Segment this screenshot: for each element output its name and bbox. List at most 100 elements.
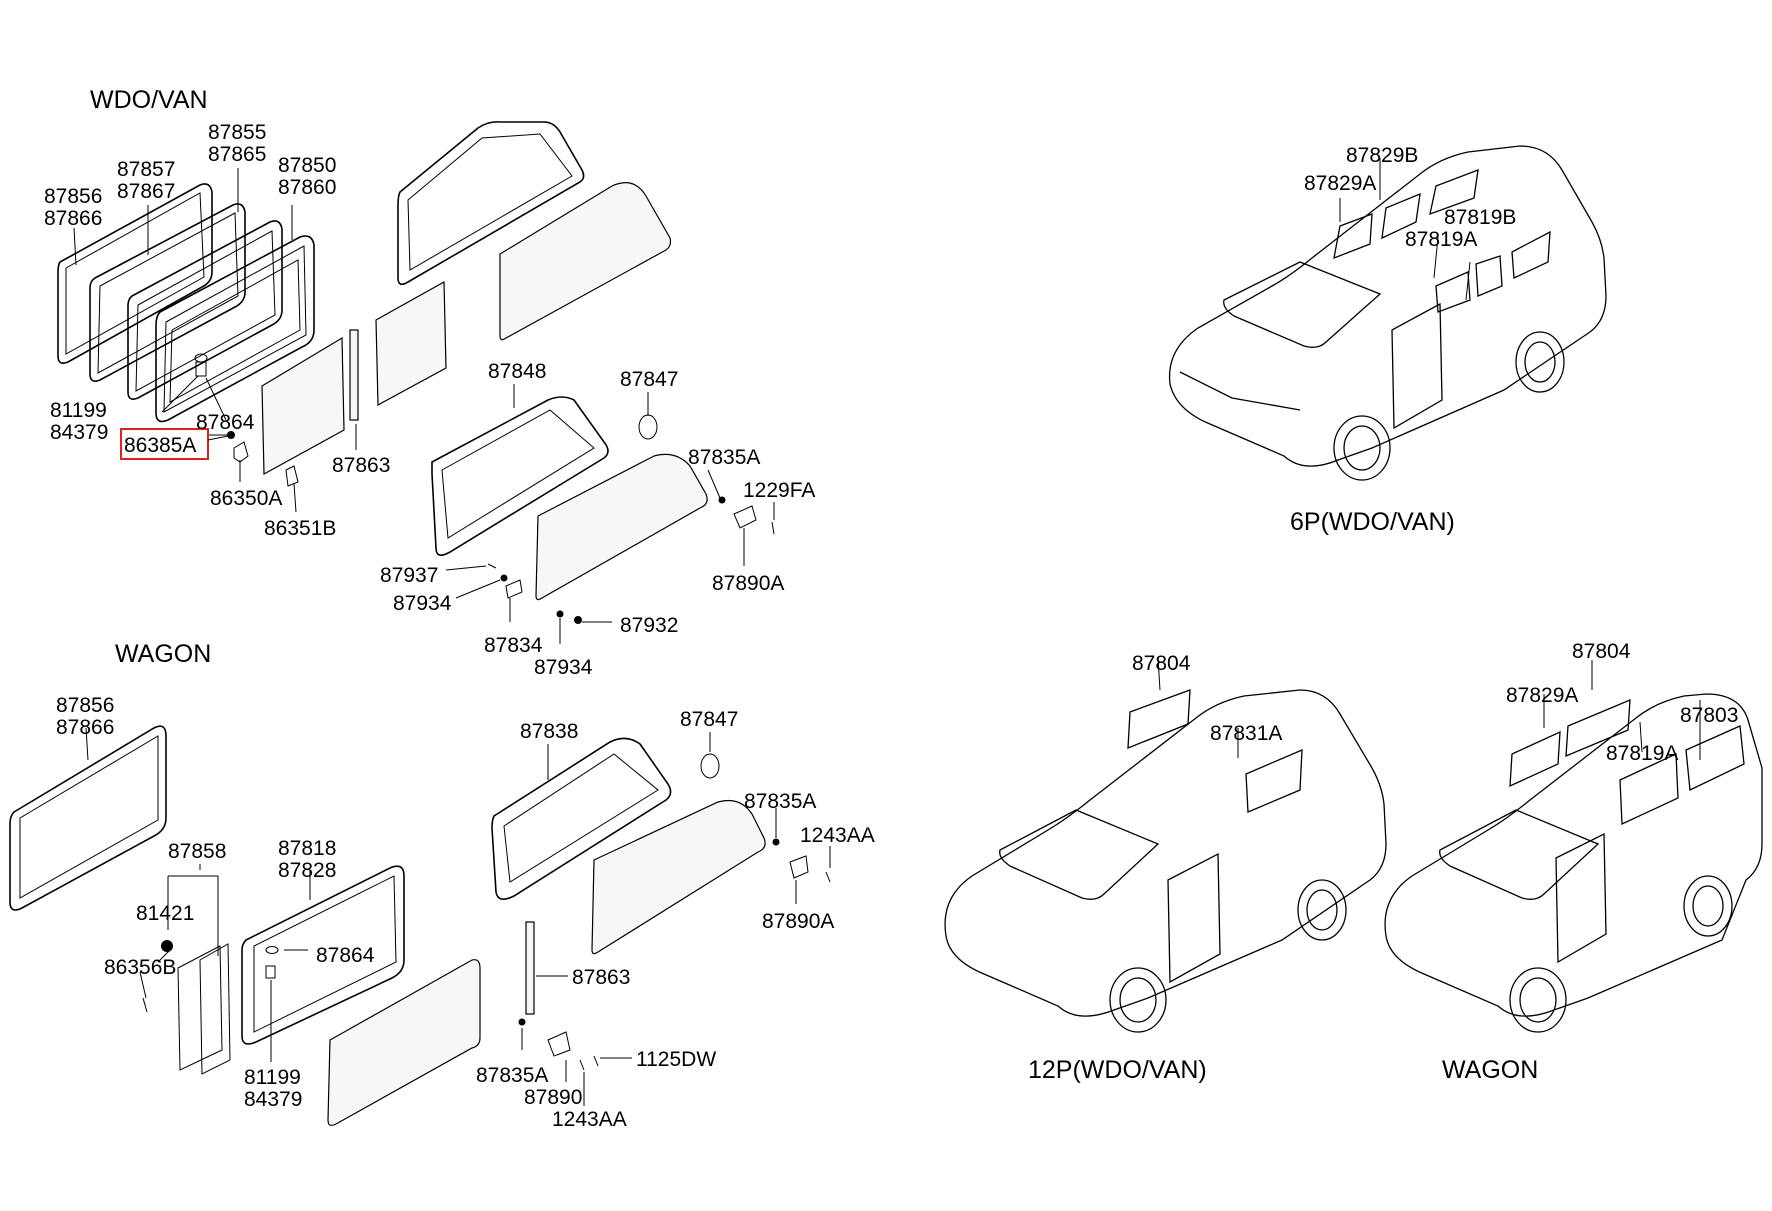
- part-label-1243AA-a[interactable]: 1243AA: [800, 824, 875, 847]
- part-label-87829A-b[interactable]: 87829A: [1506, 684, 1578, 707]
- part-label-87828[interactable]: 87828: [278, 859, 336, 882]
- quarter-frame-87848: [431, 396, 609, 556]
- part-label-87804-b[interactable]: 87804: [1572, 640, 1631, 663]
- nut-87932: [574, 616, 582, 624]
- part-label-87848[interactable]: 87848: [488, 360, 546, 383]
- channel-87863b: [525, 921, 535, 1015]
- quarter-frame-87848-inner: [441, 409, 595, 539]
- quarter-glass-87838: [591, 799, 766, 955]
- part-label-86385A[interactable]: 86385A: [124, 434, 196, 457]
- frame-87818-inner: [253, 875, 397, 1033]
- part-label-87838[interactable]: 87838: [520, 720, 578, 743]
- quarter-frame-87838-inner: [503, 753, 659, 883]
- screw-1243AA-b: [579, 1059, 585, 1071]
- highlight-box-86385A: [120, 428, 209, 460]
- part-label-81421[interactable]: 81421: [136, 902, 194, 925]
- clip-81421: [161, 940, 173, 952]
- part-label-87867[interactable]: 87867: [117, 180, 175, 203]
- part-label-87850[interactable]: 87850: [278, 154, 336, 177]
- part-label-1243AA-b[interactable]: 1243AA: [552, 1108, 627, 1131]
- quarter-glass-top: [499, 182, 672, 341]
- part-label-87847-b[interactable]: 87847: [680, 708, 738, 731]
- part-label-81199-b[interactable]: 81199: [244, 1066, 301, 1089]
- clip-87864b: [265, 946, 279, 954]
- section-title-wagon: WAGON: [115, 640, 211, 668]
- part-label-87834[interactable]: 87834: [484, 634, 543, 657]
- frame-87850-inner2: [169, 259, 301, 403]
- glass-lower-wagon: [327, 959, 481, 1126]
- part-label-87835A-b[interactable]: 87835A: [744, 790, 816, 813]
- part-label-87864-b[interactable]: 87864: [316, 944, 375, 967]
- part-label-87857[interactable]: 87857: [117, 158, 175, 181]
- part-label-87863-b[interactable]: 87863: [572, 966, 630, 989]
- part-label-86356B[interactable]: 86356B: [104, 956, 176, 979]
- car-caption-12p: 12P(WDO/VAN): [1028, 1056, 1207, 1084]
- weatherstrip-87857-inner: [97, 212, 239, 374]
- frame-87855-inner: [135, 230, 276, 392]
- part-label-87829B[interactable]: 87829B: [1346, 144, 1418, 167]
- part-label-87858[interactable]: 87858: [168, 840, 226, 863]
- part-label-87835A-a[interactable]: 87835A: [688, 446, 760, 469]
- part-label-87829A-a[interactable]: 87829A: [1304, 172, 1376, 195]
- part-label-87818[interactable]: 87818: [278, 837, 336, 860]
- part-label-87890[interactable]: 87890: [524, 1086, 582, 1109]
- glass-pane-right: [375, 280, 447, 406]
- trim-87858-side: [199, 943, 231, 1075]
- part-label-87932[interactable]: 87932: [620, 614, 678, 637]
- car-caption-6p: 6P(WDO/VAN): [1290, 508, 1455, 536]
- screw-87937: [487, 563, 497, 569]
- weatherstrip-87857: [89, 203, 246, 382]
- part-label-81199-a[interactable]: 81199: [50, 399, 107, 422]
- part-label-87937[interactable]: 87937: [380, 564, 438, 587]
- highlight-leader: [207, 435, 229, 441]
- latch-87890: [547, 1031, 571, 1057]
- stud-87835A-c: [518, 1018, 526, 1026]
- hinge-87834: [505, 579, 523, 599]
- part-label-87819A-b[interactable]: 87819A: [1606, 742, 1678, 765]
- quarter-frame-87838: [491, 737, 672, 900]
- clip-87847a: [638, 414, 658, 440]
- frame-87850: [155, 235, 315, 423]
- part-label-1229FA[interactable]: 1229FA: [743, 479, 815, 502]
- part-label-87863-a[interactable]: 87863: [332, 454, 390, 477]
- part-label-86351B[interactable]: 86351B: [264, 517, 336, 540]
- frame-87850-inner: [163, 245, 307, 413]
- part-label-87934-b[interactable]: 87934: [534, 656, 593, 679]
- part-label-87890A-a[interactable]: 87890A: [712, 572, 784, 595]
- part-label-87835A-c[interactable]: 87835A: [476, 1064, 548, 1087]
- part-label-87819A-a[interactable]: 87819A: [1405, 228, 1477, 251]
- part-label-87864-a[interactable]: 87864: [196, 411, 255, 434]
- glass-pane-left: [261, 336, 345, 476]
- part-label-84379-a[interactable]: 84379: [50, 421, 108, 444]
- part-label-87856-a[interactable]: 87856: [44, 185, 102, 208]
- weatherstrip-87856b: [9, 725, 167, 911]
- car-view-6p: [1168, 145, 1607, 481]
- part-label-87866-b[interactable]: 87866: [56, 716, 114, 739]
- part-label-87831A[interactable]: 87831A: [1210, 722, 1282, 745]
- car-view-wagon: [1384, 693, 1763, 1033]
- part-label-87866-a[interactable]: 87866: [44, 207, 102, 230]
- part-label-87847-a[interactable]: 87847: [620, 368, 678, 391]
- part-label-87934-a[interactable]: 87934: [393, 592, 452, 615]
- latch-87890A-b: [789, 855, 809, 879]
- screw-1243AA-a: [825, 871, 831, 883]
- trim-87858: [177, 945, 223, 1071]
- part-label-86350A[interactable]: 86350A: [210, 487, 282, 510]
- part-label-87855[interactable]: 87855: [208, 121, 266, 144]
- quarter-glass-87848: [535, 453, 708, 601]
- part-label-87865[interactable]: 87865: [208, 143, 266, 166]
- part-label-87890A-b[interactable]: 87890A: [762, 910, 834, 933]
- part-label-84379-b[interactable]: 84379: [244, 1088, 302, 1111]
- latch-knob: [194, 353, 208, 363]
- stud-87934b: [556, 610, 564, 618]
- wdo-van-sliding-glass-assembly: [57, 121, 775, 624]
- part-label-87856-b[interactable]: 87856: [56, 694, 114, 717]
- part-labels: 87855 87865 87857 87867 87850 87860 8785…: [44, 121, 1738, 1131]
- part-label-87819B[interactable]: 87819B: [1444, 206, 1516, 229]
- part-label-87860[interactable]: 87860: [278, 176, 336, 199]
- part-label-87803[interactable]: 87803: [1680, 704, 1738, 727]
- quarter-frame-top-inner: [407, 133, 573, 271]
- part-label-1125DW[interactable]: 1125DW: [636, 1048, 716, 1071]
- part-label-87804-a[interactable]: 87804: [1132, 652, 1191, 675]
- car-view-12p: [944, 689, 1387, 1033]
